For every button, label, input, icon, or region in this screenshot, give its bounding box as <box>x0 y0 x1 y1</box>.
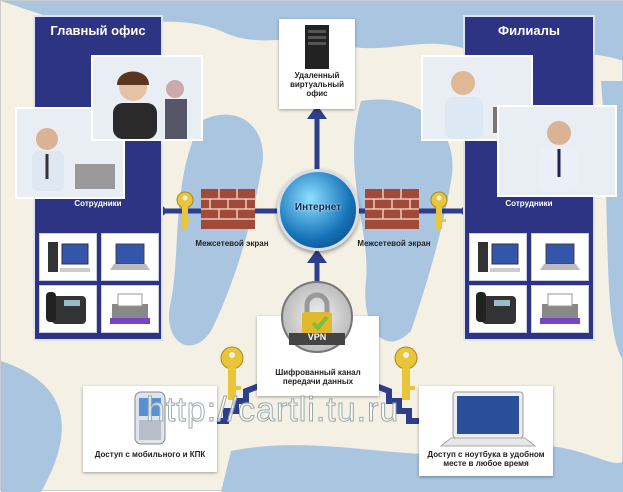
firewall-right-label: Межсетевой экран <box>357 239 431 248</box>
printer-icon <box>531 285 589 333</box>
key-icon <box>176 191 194 229</box>
remote-office-card: Удаленный виртуальный офис <box>279 19 355 109</box>
desktop-computer-icon <box>469 233 527 281</box>
printer-icon <box>101 285 159 333</box>
firewall-brick-wall-icon <box>201 189 255 229</box>
internet-globe-icon: Интернет <box>277 169 359 251</box>
key-icon <box>394 346 418 400</box>
branches-title: Филиалы <box>498 23 560 38</box>
employee-photo <box>91 55 203 141</box>
branches-panel: Филиалы Сотрудники <box>421 15 617 341</box>
watermark: http://cartli.tu.ru <box>145 391 400 430</box>
desktop-computer-icon <box>39 233 97 281</box>
key-icon <box>220 346 244 400</box>
vpn-channel-label: Шифрованный канал передачи данных <box>275 368 361 386</box>
server-icon <box>305 25 329 69</box>
mobile-access-card: Доступ с мобильного и КПК <box>83 386 217 472</box>
mobile-phone-icon <box>134 391 166 445</box>
main-office-panel: Главный офис Сотрудники <box>15 15 203 341</box>
remote-office-label: Удаленный виртуальный офис <box>289 71 345 98</box>
phone-icon <box>39 285 97 333</box>
vpn-padlock-icon: VPN <box>281 281 353 353</box>
phone-icon <box>469 285 527 333</box>
key-icon <box>430 191 448 229</box>
employees-label: Сотрудники <box>74 199 122 208</box>
mobile-access-label: Доступ с мобильного и КПК <box>94 450 206 459</box>
laptop-icon <box>101 233 159 281</box>
laptop-icon <box>531 233 589 281</box>
firewall-left-label: Межсетевой экран <box>195 239 269 248</box>
firewall-brick-wall-icon <box>365 189 419 229</box>
vpn-badge: VPN <box>307 332 327 342</box>
employee-photo <box>497 105 617 197</box>
employees-label: Сотрудники <box>505 199 553 208</box>
laptop-icon <box>439 391 537 447</box>
main-office-title: Главный офис <box>50 23 146 38</box>
laptop-access-card: Доступ с ноутбука в удобном месте в любо… <box>419 386 553 476</box>
internet-label: Интернет <box>294 202 342 213</box>
laptop-access-label: Доступ с ноутбука в удобном месте в любо… <box>427 450 545 468</box>
